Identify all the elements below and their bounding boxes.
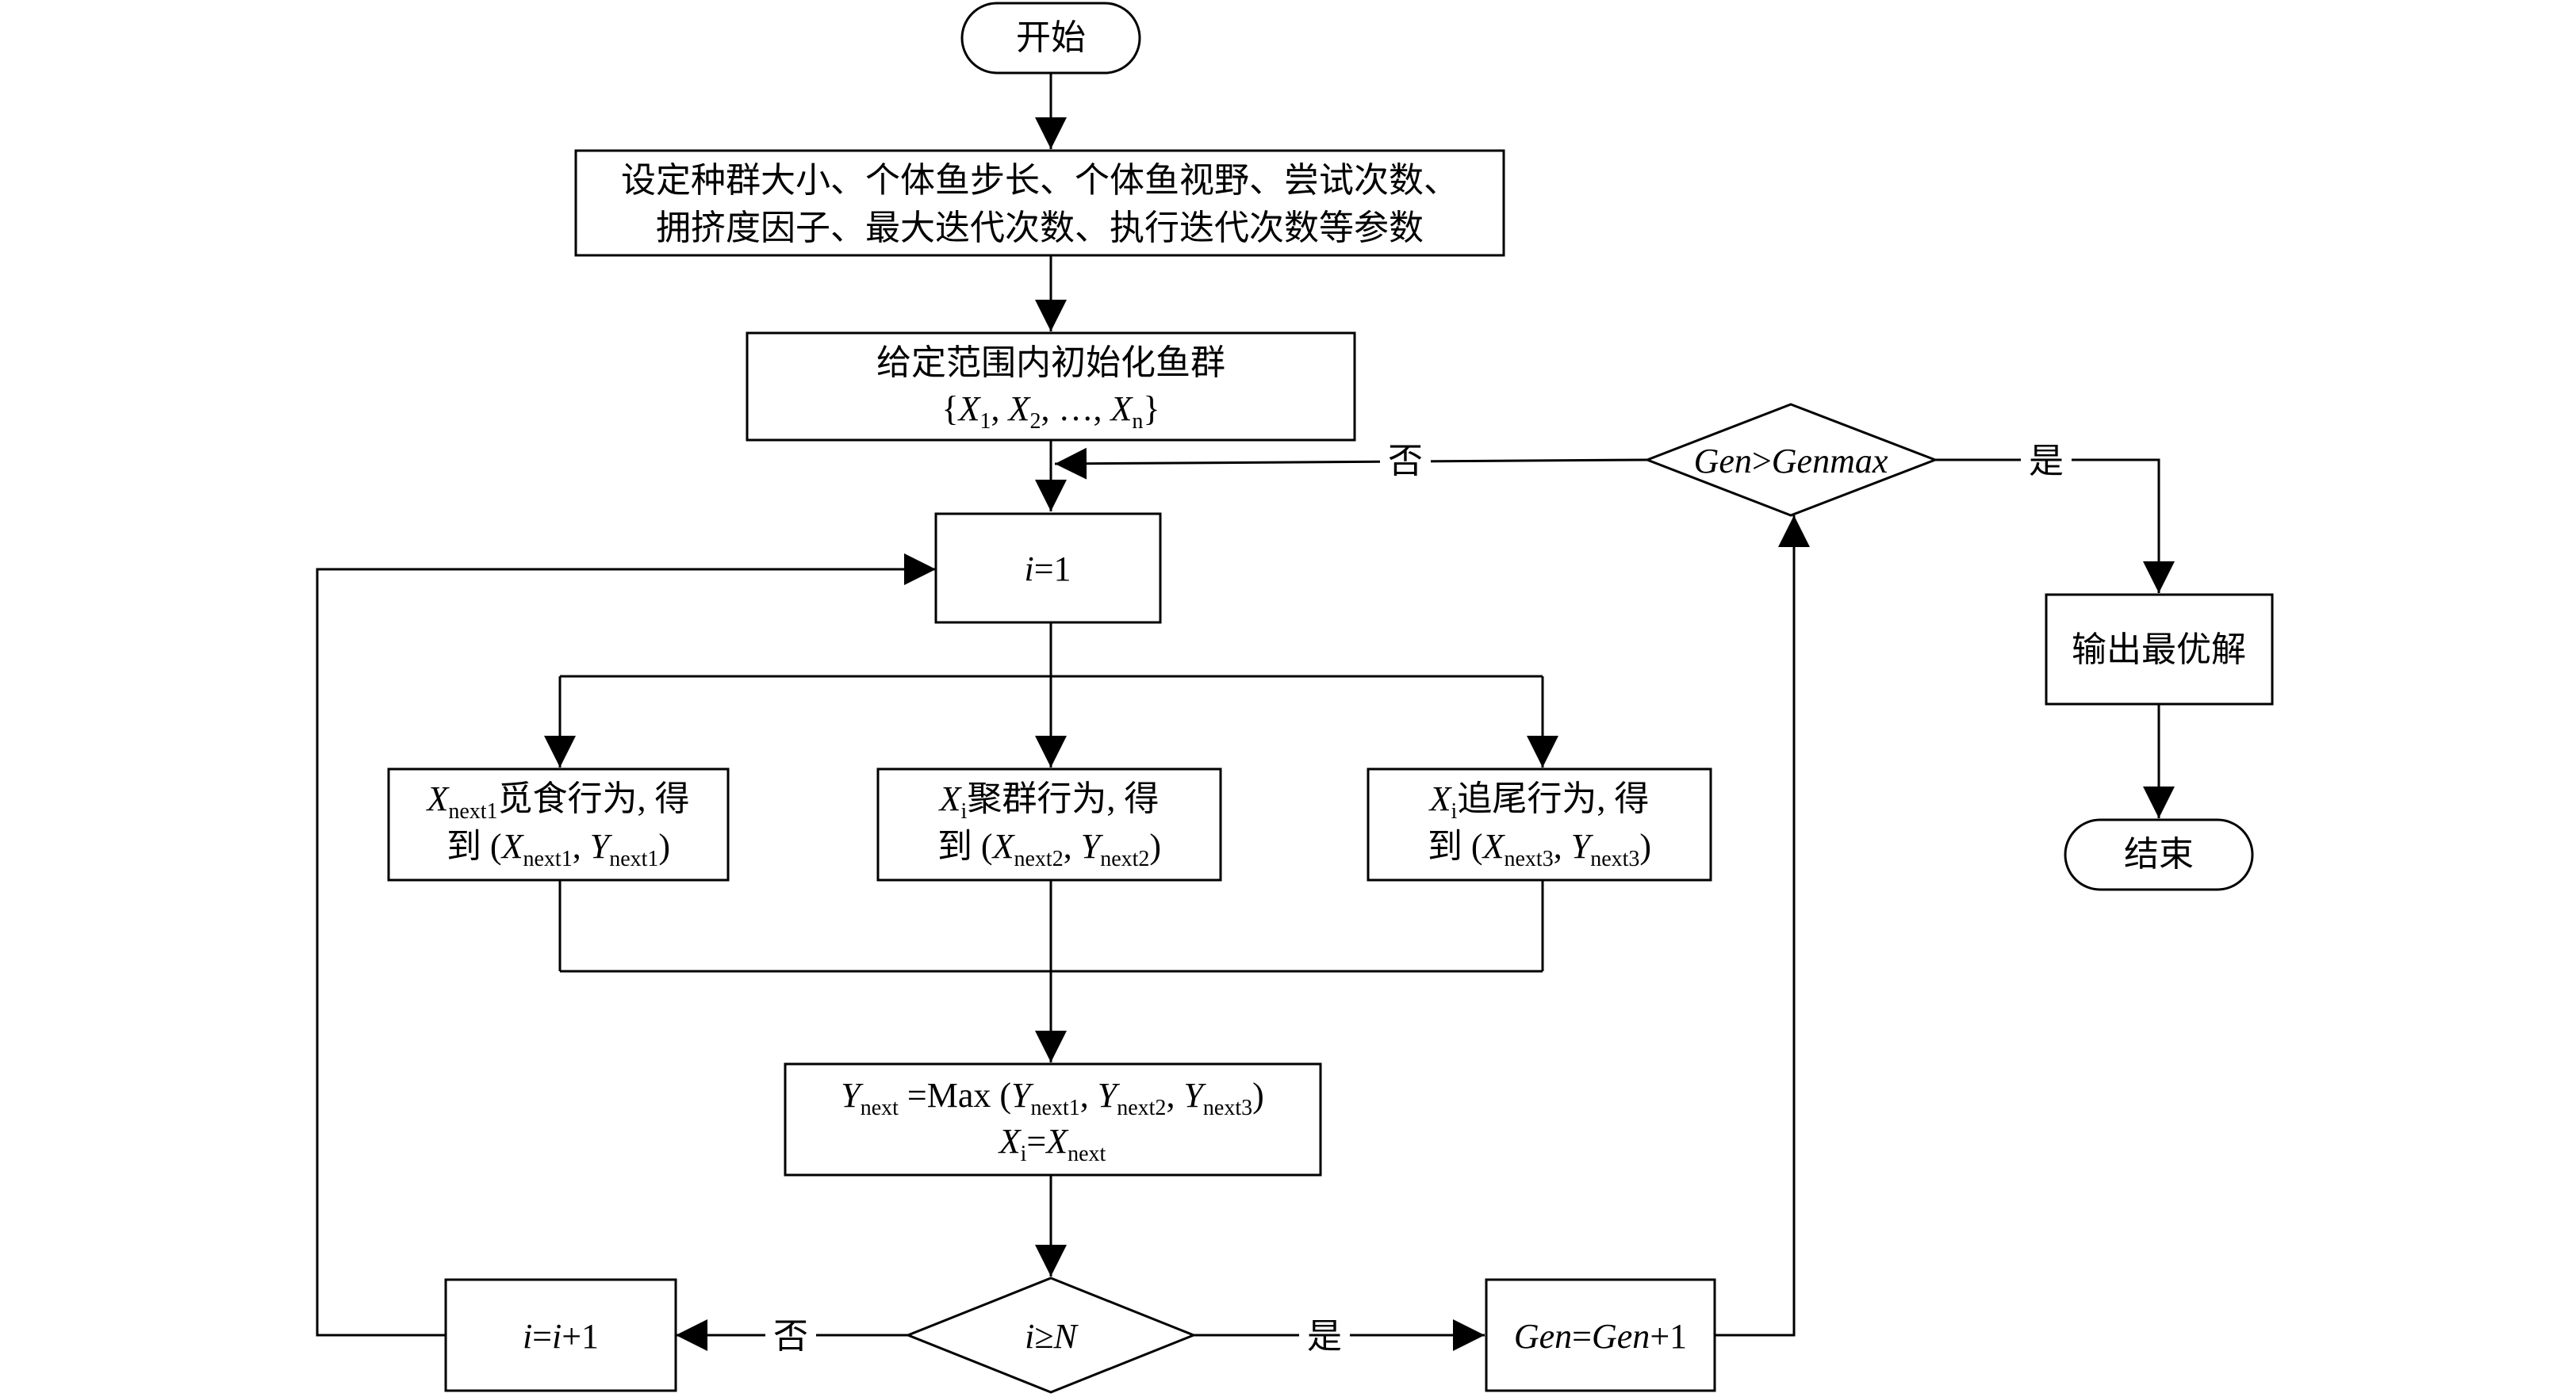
follow-line2: 到 (Xnext3, Ynext3) (1428, 827, 1651, 871)
init-line2: {X1, X2, …, Xn} (942, 389, 1160, 434)
end-label: 结束 (2124, 835, 2194, 874)
max-line2: Xi=Xnext (998, 1122, 1106, 1166)
init-node: 给定范围内初始化鱼群 {X1, X2, …, Xn} (746, 331, 1356, 442)
output-label: 输出最优解 (2072, 630, 2246, 669)
check-i-label: i≥N (1025, 1317, 1079, 1356)
inc-i-node: i=i+1 (444, 1278, 677, 1392)
check-i-node: i≥N (904, 1276, 1198, 1394)
inc-i-label: i=i+1 (523, 1317, 599, 1356)
prey-node: Xnext1觅食行为, 得 到 (Xnext1, Ynext1) (387, 767, 730, 882)
label-gen-no: 否 (1388, 442, 1423, 480)
follow-node: Xi追尾行为, 得 到 (Xnext3, Ynext3) (1367, 767, 1712, 882)
i-init-node: i=1 (934, 512, 1162, 624)
inc-gen-node: Gen=Gen+1 (1485, 1278, 1716, 1392)
max-line1: Ynext =Max (Ynext1, Ynext2, Ynext3) (841, 1076, 1264, 1120)
edge-gen-up (1715, 515, 1810, 1337)
prey-line1: Xnext1觅食行为, 得 (425, 779, 689, 824)
check-gen-label: Gen>Genmax (1694, 442, 1888, 480)
max-node: Ynext =Max (Ynext1, Ynext2, Ynext3) Xi=X… (784, 1062, 1322, 1177)
end-node: 结束 (2064, 818, 2254, 891)
label-gen-yes: 是 (2029, 442, 2064, 480)
edge-loop-i (316, 553, 936, 1337)
start-node: 开始 (960, 2, 1141, 75)
label-i-no: 否 (773, 1317, 808, 1356)
swarm-node: Xi聚群行为, 得 到 (Xnext2, Ynext2) (876, 767, 1222, 882)
swarm-line1: Xi聚群行为, 得 (938, 779, 1160, 824)
output-node: 输出最优解 (2045, 593, 2274, 706)
label-i-yes: 是 (1307, 1317, 1342, 1356)
edge-labels: 否 是 否 是 (765, 436, 2072, 1359)
follow-line1: Xi追尾行为, 得 (1428, 779, 1650, 824)
setup-line1: 设定种群大小、个体鱼步长、个体鱼视野、尝试次数、 (621, 161, 1459, 200)
init-line1: 给定范围内初始化鱼群 (876, 343, 1225, 382)
start-label: 开始 (1016, 18, 1086, 57)
prey-line2: 到 (Xnext1, Ynext1) (447, 827, 670, 871)
setup-node: 设定种群大小、个体鱼步长、个体鱼视野、尝试次数、 拥挤度因子、最大迭代次数、执行… (574, 149, 1505, 257)
check-gen-node: Gen>Genmax (1643, 403, 1939, 517)
inc-gen-label: Gen=Gen+1 (1514, 1317, 1687, 1356)
swarm-line2: 到 (Xnext2, Ynext2) (937, 827, 1161, 871)
setup-line2: 拥挤度因子、最大迭代次数、执行迭代次数等参数 (656, 209, 1424, 247)
edge-gen-no (1054, 447, 1648, 480)
i-init-label: i=1 (1024, 549, 1071, 588)
edge-gen-yes (1935, 458, 2175, 593)
